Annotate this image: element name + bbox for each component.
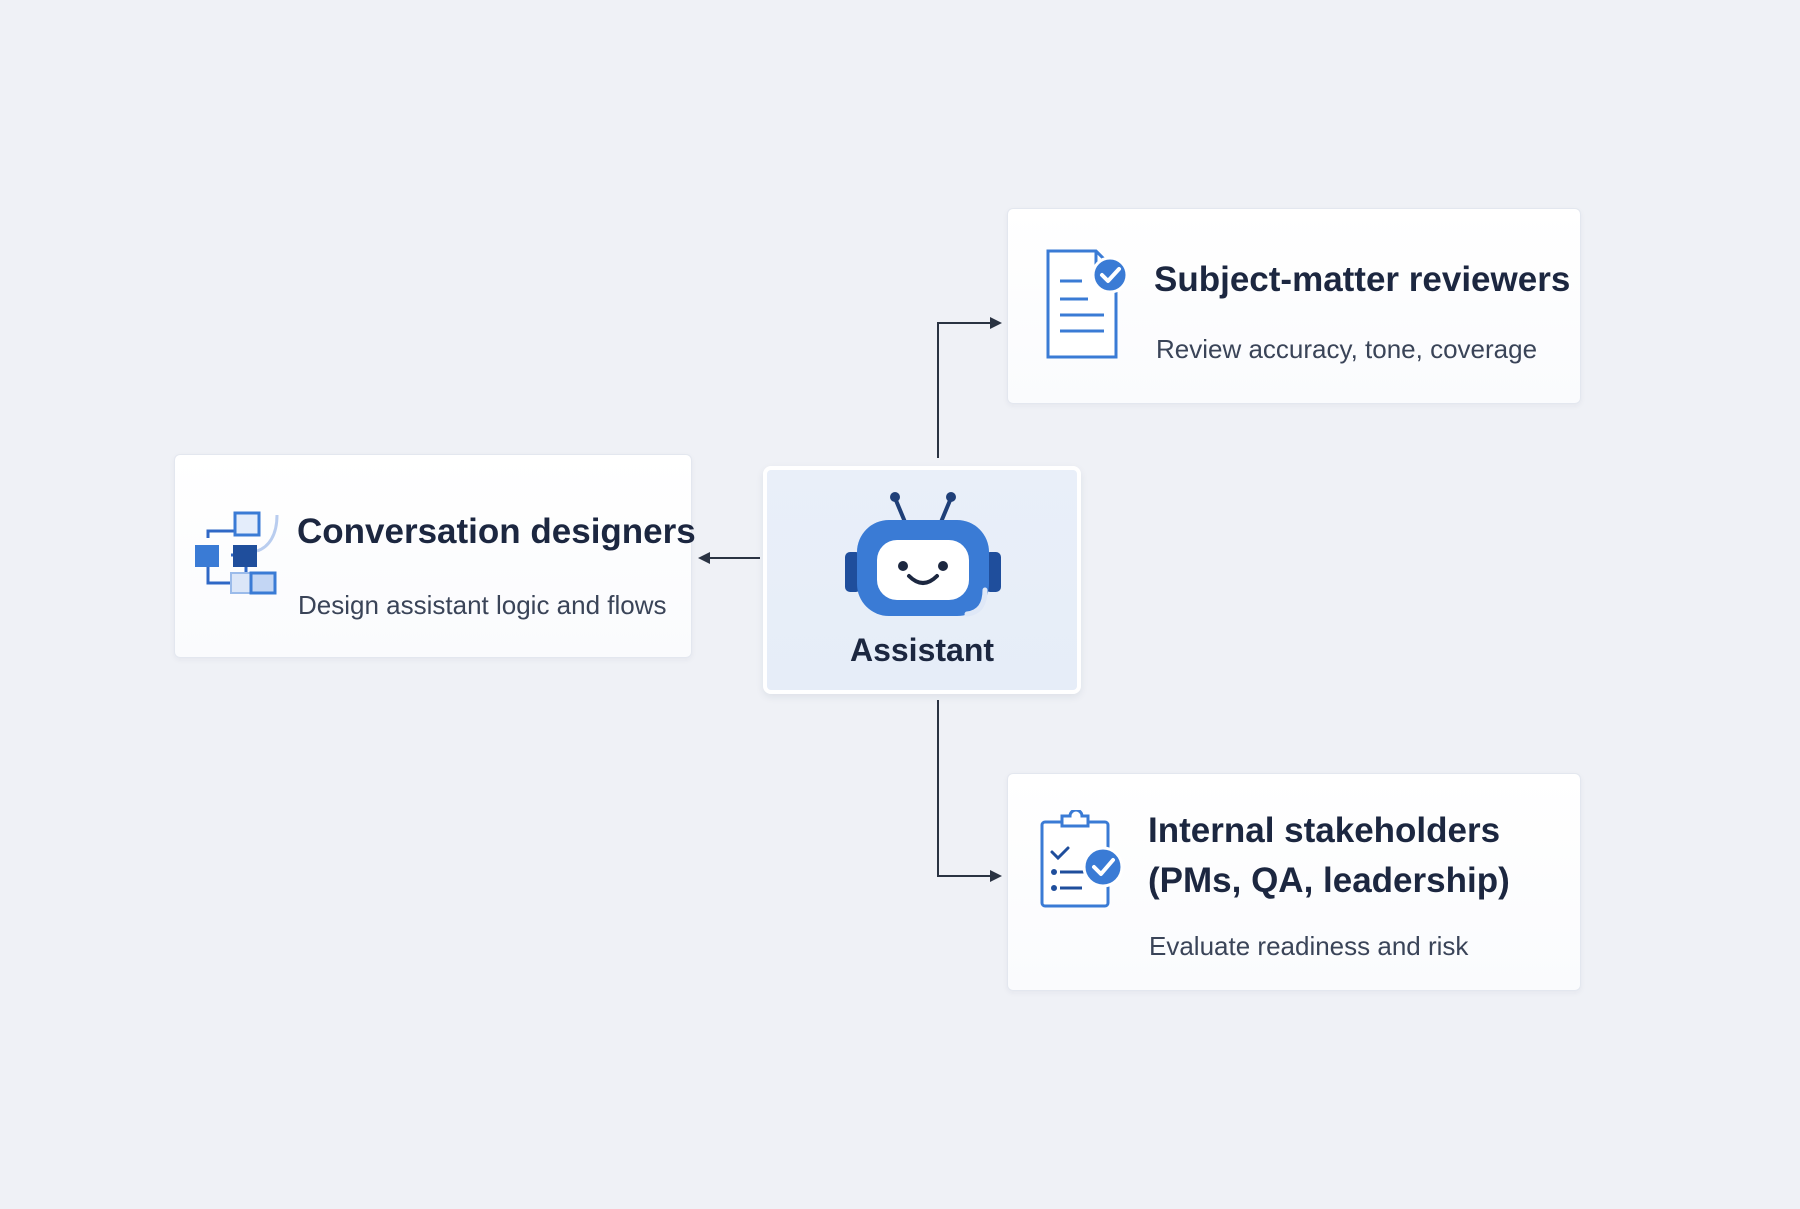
- role-title-line1: Internal stakeholders: [1148, 811, 1501, 850]
- role-description: Evaluate readiness and risk: [1149, 931, 1469, 961]
- connector-to-stakeholders: [937, 700, 1002, 882]
- role-title: Conversation designers: [297, 512, 696, 551]
- connector-to-reviewers: [937, 317, 1002, 458]
- robot-icon: [845, 492, 1001, 617]
- role-card-conversation-designers: Conversation designers Design assistant …: [174, 454, 696, 658]
- role-description: Design assistant logic and flows: [298, 590, 667, 620]
- role-description: Review accuracy, tone, coverage: [1156, 334, 1538, 364]
- assistant-hub: Assistant: [763, 466, 1081, 694]
- role-title: Subject-matter reviewers: [1154, 260, 1571, 299]
- role-title: Internal stakeholders (PMs, QA, leadersh…: [1148, 806, 1510, 906]
- assistant-label: Assistant: [849, 632, 995, 668]
- clipboard-check-icon: [1040, 810, 1124, 908]
- role-card-internal-stakeholders: Internal stakeholders (PMs, QA, leadersh…: [1007, 773, 1581, 991]
- flowchart-icon: [195, 511, 279, 595]
- document-check-icon: [1046, 249, 1129, 359]
- role-card-subject-matter-reviewers: Subject-matter reviewers Review accuracy…: [1007, 208, 1581, 404]
- role-title-line2: (PMs, QA, leadership): [1148, 861, 1510, 900]
